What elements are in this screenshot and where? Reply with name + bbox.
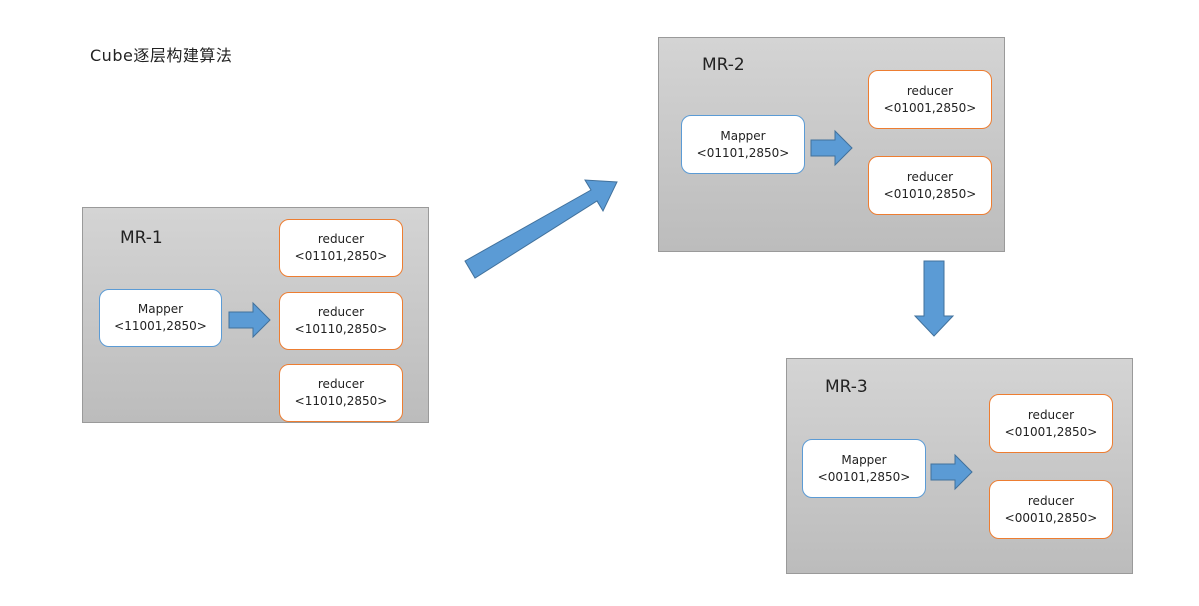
diagram-title: Cube逐层构建算法 xyxy=(90,46,233,65)
mr2-mapper-key: <01101,2850> xyxy=(696,145,790,160)
mr3-reducer-2-name: reducer xyxy=(1027,493,1075,508)
mr3-mapper: Mapper <00101,2850> xyxy=(802,439,926,498)
mr2-reducer-1-name: reducer xyxy=(906,83,954,98)
mr1-mapper-key: <11001,2850> xyxy=(114,319,207,333)
mr1-reducer-3-name: reducer xyxy=(317,377,365,391)
mr3-right-arrow-icon xyxy=(930,453,973,491)
mr2-reducer-2-key: <01010,2850> xyxy=(883,186,977,201)
mr2-mapper: Mapper <01101,2850> xyxy=(681,115,805,174)
mr3-mapper-key: <00101,2850> xyxy=(817,469,911,484)
mr2-mapper-name: Mapper xyxy=(720,128,766,143)
mr1-reducer-2-name: reducer xyxy=(317,305,365,319)
mr3-reducer-2: reducer <00010,2850> xyxy=(989,480,1113,539)
mr1-reducer-3-key: <11010,2850> xyxy=(294,394,388,408)
mr3-mapper-name: Mapper xyxy=(841,452,887,467)
mr1-reducer-2: reducer <10110,2850> xyxy=(279,292,403,350)
mr2-reducer-2-name: reducer xyxy=(906,169,954,184)
mr1-reducer-3: reducer <11010,2850> xyxy=(279,364,403,422)
mr2-right-arrow-icon xyxy=(810,129,853,167)
mr3-reducer-1-name: reducer xyxy=(1027,407,1075,422)
mr1-mapper-name: Mapper xyxy=(137,302,184,316)
mr1-mapper: Mapper <11001,2850> xyxy=(99,289,222,347)
mr2-reducer-2: reducer <01010,2850> xyxy=(868,156,992,215)
mr1-reducer-1-key: <01101,2850> xyxy=(294,249,388,263)
mr1-label: MR-1 xyxy=(120,228,163,248)
diagonal-arrow-icon xyxy=(464,179,618,279)
mr3-reducer-1-key: <01001,2850> xyxy=(1004,424,1098,439)
mr2-label: MR-2 xyxy=(702,55,745,75)
down-arrow-icon xyxy=(913,260,955,337)
mr1-reducer-1: reducer <01101,2850> xyxy=(279,219,403,277)
mr3-reducer-2-key: <00010,2850> xyxy=(1004,510,1098,525)
mr1-right-arrow-icon xyxy=(228,301,271,339)
mr1-reducer-2-key: <10110,2850> xyxy=(294,322,388,336)
mr3-label: MR-3 xyxy=(825,377,868,397)
mr3-reducer-1: reducer <01001,2850> xyxy=(989,394,1113,453)
mr2-reducer-1: reducer <01001,2850> xyxy=(868,70,992,129)
mr1-reducer-1-name: reducer xyxy=(317,232,365,246)
mr2-reducer-1-key: <01001,2850> xyxy=(883,100,977,115)
